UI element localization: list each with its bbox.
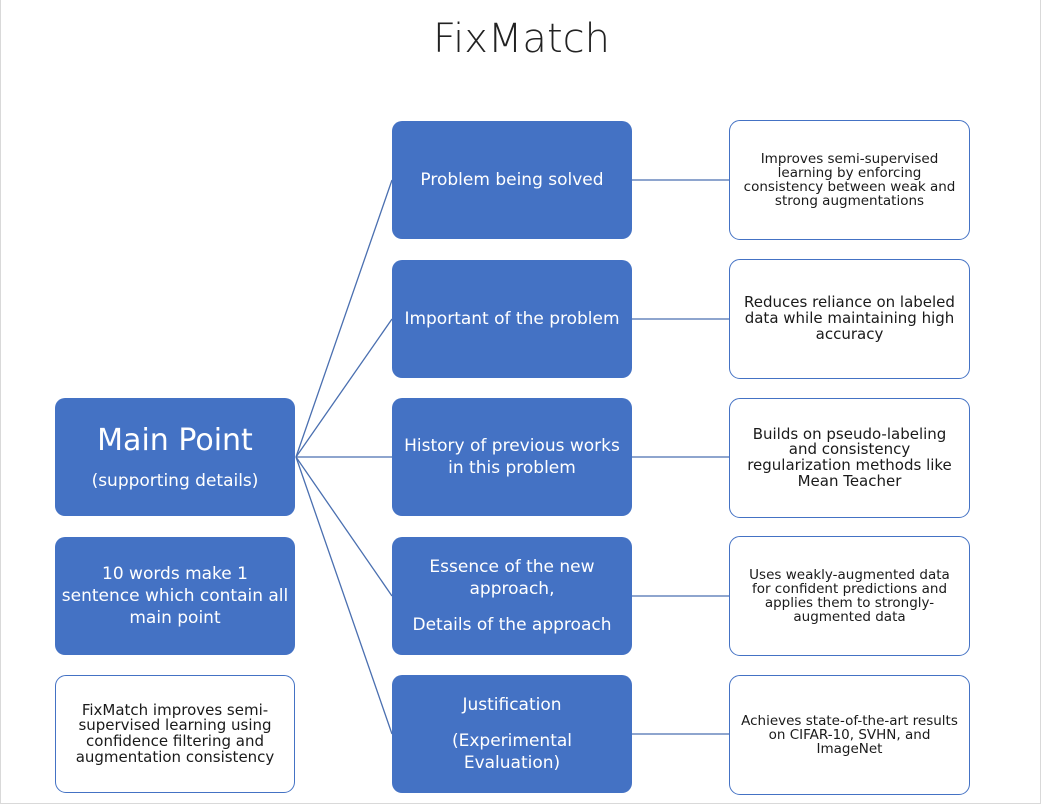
sentence-prompt-box: 10 words make 1 sentence which contain a… [55, 537, 295, 655]
category-label-secondary: (Experimental Evaluation) [452, 730, 572, 774]
summary-box: FixMatch improves semi-supervised learni… [55, 675, 295, 793]
category-label-secondary: Details of the approach [412, 615, 612, 636]
detail-box-essence: Uses weakly-augmented data for confident… [729, 536, 970, 656]
detail-box-history: Builds on pseudo-labeling and consistenc… [729, 398, 970, 518]
category-box-justification: Justification (Experimental Evaluation) [392, 675, 632, 793]
detail-text: Improves semi-supervised learning by enf… [743, 150, 956, 210]
page-title: FixMatch [433, 16, 610, 62]
connector-main-to-essence [295, 456, 393, 597]
connector-main-to-problem [295, 179, 393, 458]
detail-text: Builds on pseudo-labeling and consistenc… [747, 424, 952, 490]
connector-main-to-justification [295, 456, 393, 735]
main-point-subtitle: (supporting details) [91, 471, 259, 491]
detail-box-justification: Achieves state-of-the-art results on CIF… [729, 675, 970, 795]
category-label: Essence of the new approach, [429, 556, 595, 599]
category-box-essence: Essence of the new approach, Details of … [392, 537, 632, 655]
category-label: Problem being solved [420, 169, 604, 190]
detail-text: Reduces reliance on labeled data while m… [744, 293, 955, 343]
detail-text: Uses weakly-augmented data for confident… [749, 566, 950, 626]
category-label: Important of the problem [404, 308, 620, 329]
detail-text: Achieves state-of-the-art results on CIF… [741, 712, 958, 758]
category-box-importance: Important of the problem [392, 260, 632, 378]
category-label: Justification [462, 694, 562, 715]
category-box-problem: Problem being solved [392, 121, 632, 239]
main-point-box: Main Point (supporting details) [55, 398, 295, 516]
connector-main-to-importance [295, 318, 393, 458]
category-box-history: History of previous works in this proble… [392, 398, 632, 516]
sentence-prompt-text: 10 words make 1 sentence which contain a… [61, 563, 289, 629]
detail-box-importance: Reduces reliance on labeled data while m… [729, 259, 970, 379]
main-point-title: Main Point [97, 423, 253, 458]
detail-box-problem: Improves semi-supervised learning by enf… [729, 120, 970, 240]
summary-text: FixMatch improves semi-supervised learni… [75, 700, 275, 766]
category-label: History of previous works in this proble… [404, 435, 620, 478]
